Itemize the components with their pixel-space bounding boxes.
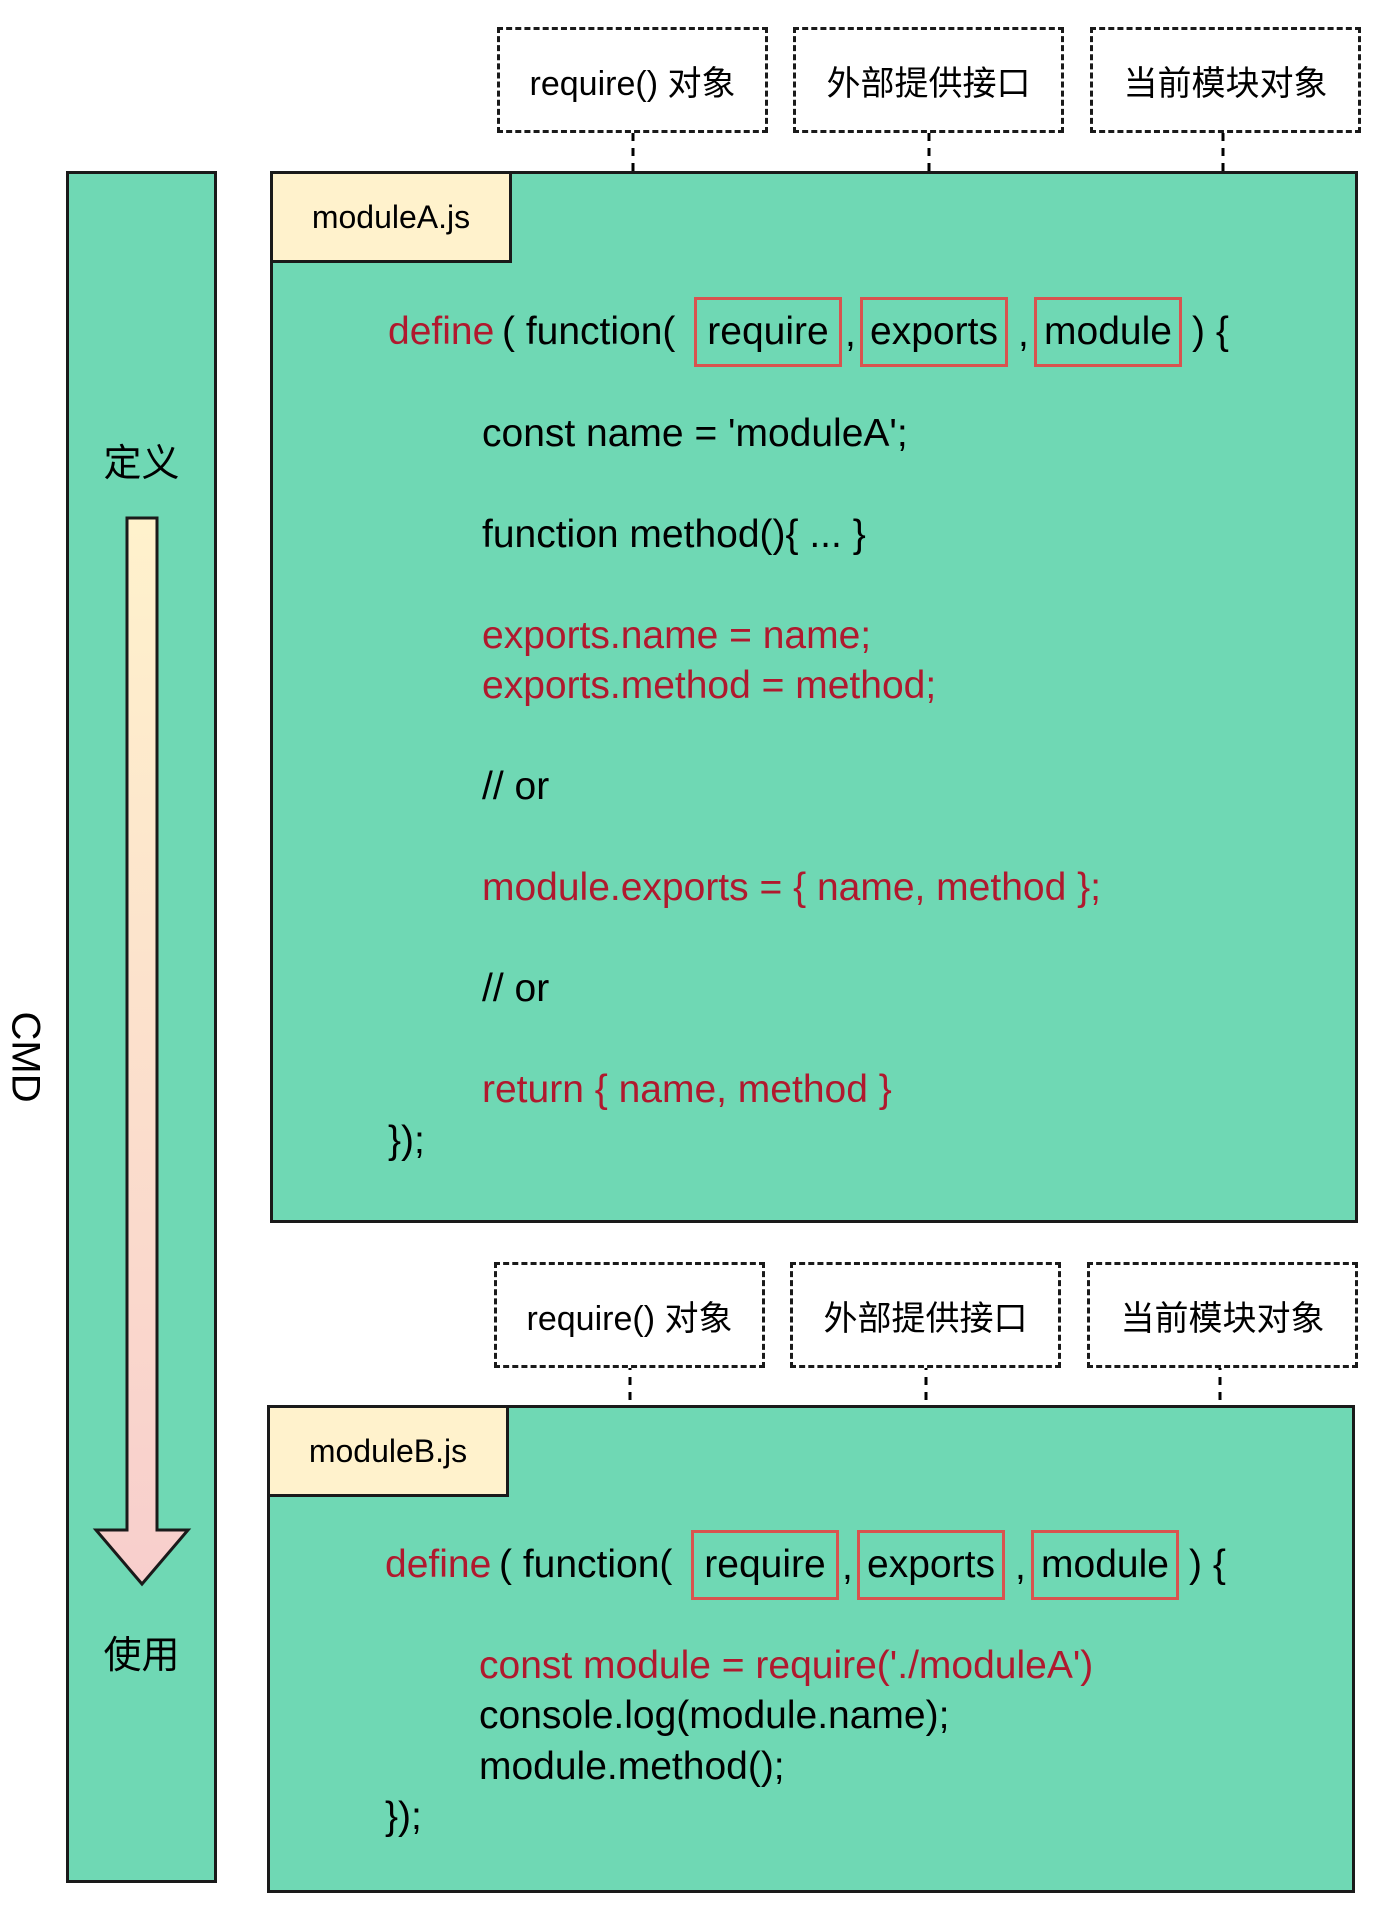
param-exports-b: exports (857, 1530, 1005, 1600)
code-a-line-7: // or (482, 967, 550, 1010)
module-b-filename: moduleB.js (267, 1405, 509, 1497)
module-a-filename: moduleA.js (270, 171, 512, 263)
code-a-line-8: return { name, method } (482, 1068, 892, 1111)
module-a-panel (270, 171, 1358, 1223)
function-open-b: ( function( (499, 1543, 673, 1586)
comma-b-2: , (1015, 1545, 1026, 1588)
label-module-object-b: 当前模块对象 (1087, 1262, 1358, 1368)
comma-a-2: , (1018, 312, 1029, 355)
code-a-line-1: const name = 'moduleA'; (482, 412, 908, 455)
comma-b-1: , (842, 1545, 853, 1588)
param-module-b: module (1031, 1530, 1179, 1600)
code-b-line-3: module.method(); (479, 1745, 785, 1788)
timeline-start-label: 定义 (103, 443, 180, 485)
code-a-line-5: // or (482, 765, 550, 808)
param-exports-a: exports (860, 297, 1008, 367)
timeline-end-label: 使用 (103, 1635, 180, 1677)
param-require-b: require (691, 1530, 839, 1600)
code-a-line-4: exports.method = method; (482, 664, 937, 707)
define-keyword-a: define (388, 310, 495, 353)
function-close-b: ) { (1189, 1543, 1226, 1586)
code-b-line-1: const module = require('./moduleA') (479, 1644, 1094, 1687)
label-require-object-b: require() 对象 (494, 1262, 765, 1368)
param-module-a: module (1034, 297, 1182, 367)
label-exports-interface-a: 外部提供接口 (793, 27, 1064, 133)
label-module-object-a: 当前模块对象 (1090, 27, 1361, 133)
down-flow-arrow (92, 516, 192, 1587)
function-close-a: ) { (1192, 310, 1229, 353)
code-b-end: }); (385, 1795, 422, 1838)
label-require-object-a: require() 对象 (497, 27, 768, 133)
code-a-line-6: module.exports = { name, method }; (482, 866, 1101, 909)
param-require-a: require (694, 297, 842, 367)
comma-a-1: , (845, 312, 856, 355)
function-open-a: ( function( (502, 310, 676, 353)
code-a-line-3: exports.name = name; (482, 614, 872, 657)
code-b-line-2: console.log(module.name); (479, 1694, 950, 1737)
label-exports-interface-b: 外部提供接口 (790, 1262, 1061, 1368)
define-keyword-b: define (385, 1543, 492, 1586)
code-a-line-2: function method(){ ... } (482, 513, 866, 556)
code-a-end: }); (388, 1119, 425, 1162)
